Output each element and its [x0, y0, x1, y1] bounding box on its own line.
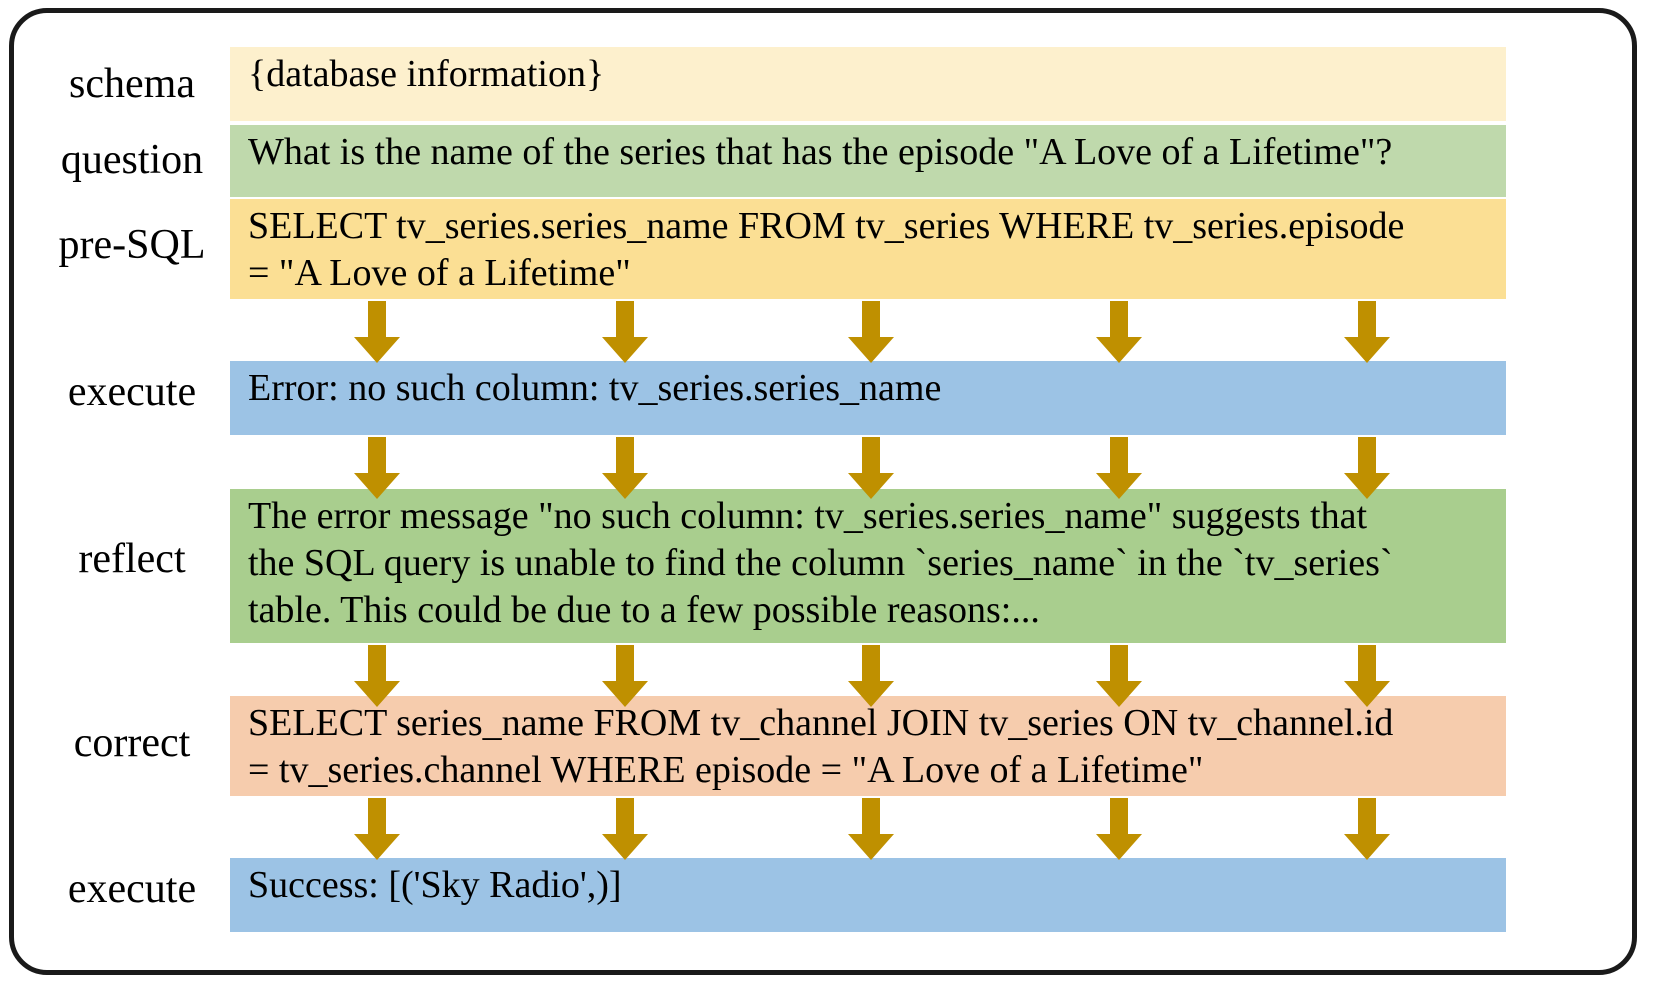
arrow-band-3 [230, 798, 1506, 862]
stage-content-pre-sql-2: SELECT tv_series.series_name FROM tv_ser… [230, 199, 1506, 299]
content-line: Error: no such column: tv_series.series_… [248, 367, 942, 409]
stage-content-schema-0: {database information} [230, 47, 1506, 121]
stage-label-pre-sql-2: pre-SQL [58, 222, 206, 268]
stage-content-execute-3: Error: no such column: tv_series.series_… [230, 361, 1506, 435]
content-line: table. This could be due to a few possib… [248, 589, 1040, 631]
diagram-card: schema {database information} question What… [9, 8, 1637, 975]
down-arrow-icon [602, 645, 648, 707]
content-line: Success: [('Sky Radio',)] [248, 864, 622, 906]
content-line: The error message "no such column: tv_se… [248, 495, 1368, 537]
down-arrow-icon [848, 645, 894, 707]
stage-content-execute-6: Success: [('Sky Radio',)] [230, 858, 1506, 932]
content-line: What is the name of the series that has … [248, 131, 1393, 173]
down-arrow-icon [1344, 301, 1390, 363]
content-line: {database information} [248, 53, 605, 95]
down-arrow-icon [354, 437, 400, 499]
stage-content-correct-5: SELECT series_name FROM tv_channel JOIN … [230, 696, 1506, 796]
stage-label-question-1: question [60, 137, 204, 183]
content-line: SELECT series_name FROM tv_channel JOIN … [248, 702, 1394, 744]
down-arrow-icon [354, 798, 400, 860]
stage-label-execute-6: execute [67, 866, 197, 912]
stage-content-reflect-4: The error message "no such column: tv_se… [230, 489, 1506, 643]
content-line: SELECT tv_series.series_name FROM tv_ser… [248, 205, 1405, 247]
stage-content-question-1: What is the name of the series that has … [230, 125, 1506, 197]
down-arrow-icon [602, 437, 648, 499]
arrow-band-0 [230, 301, 1506, 365]
content-line: the SQL query is unable to find the colu… [248, 542, 1393, 584]
stage-label-reflect-4: reflect [78, 536, 186, 582]
stage-label-schema-0: schema [69, 61, 195, 107]
down-arrow-icon [602, 798, 648, 860]
arrow-band-2 [230, 645, 1506, 709]
down-arrow-icon [1096, 798, 1142, 860]
down-arrow-icon [1096, 437, 1142, 499]
down-arrow-icon [354, 645, 400, 707]
down-arrow-icon [1344, 437, 1390, 499]
down-arrow-icon [1096, 301, 1142, 363]
down-arrow-icon [848, 437, 894, 499]
down-arrow-icon [848, 301, 894, 363]
down-arrow-icon [602, 301, 648, 363]
down-arrow-icon [354, 301, 400, 363]
stage-label-correct-5: correct [73, 720, 191, 766]
pipeline-flow: schema {database information} question What… [14, 13, 1632, 970]
content-line: = "A Love of a Lifetime" [248, 252, 631, 294]
stage-label-execute-3: execute [67, 369, 197, 415]
down-arrow-icon [1344, 798, 1390, 860]
down-arrow-icon [848, 798, 894, 860]
content-line: = tv_series.channel WHERE episode = "A L… [248, 749, 1204, 791]
down-arrow-icon [1096, 645, 1142, 707]
down-arrow-icon [1344, 645, 1390, 707]
arrow-band-1 [230, 437, 1506, 501]
